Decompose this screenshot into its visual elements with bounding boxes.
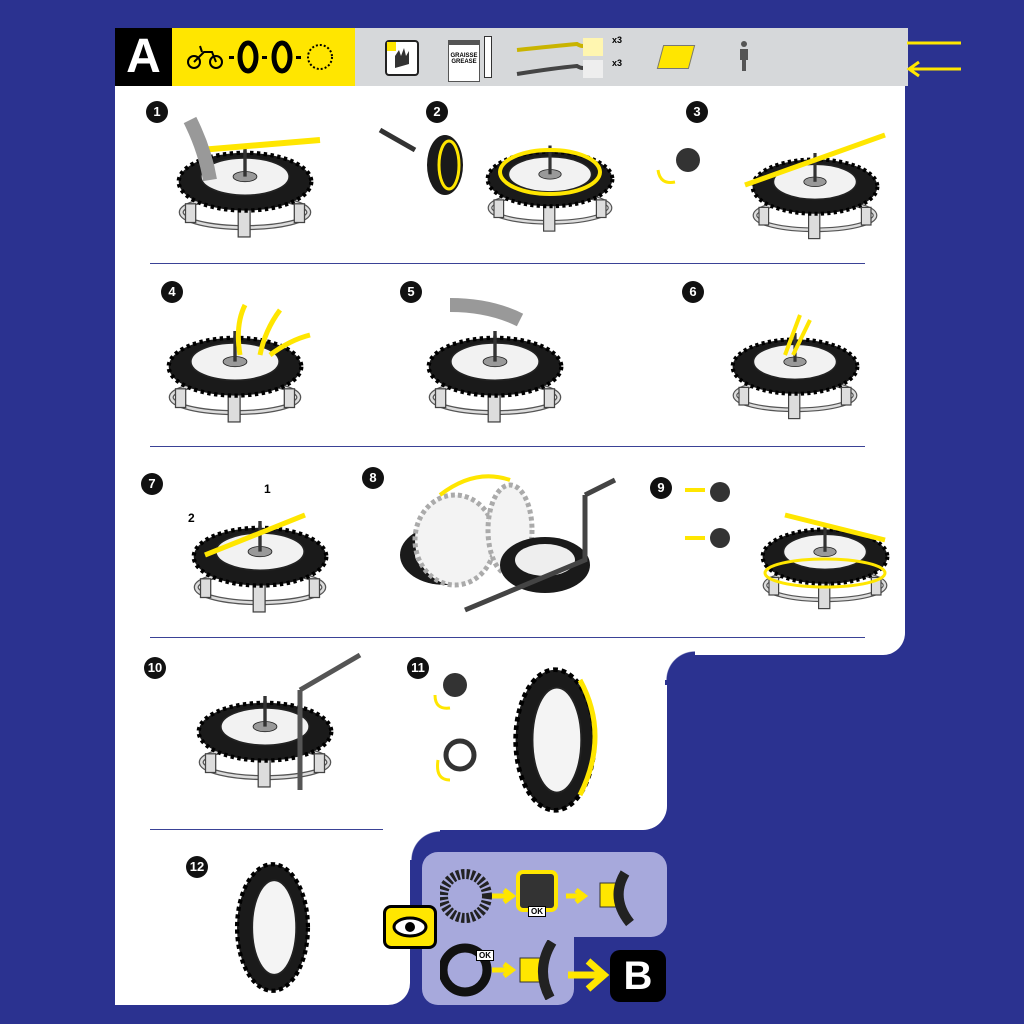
section-a-label: A — [115, 28, 172, 86]
step-number: 1 — [146, 101, 168, 123]
motorbike-tire-sequence-icon — [187, 40, 333, 74]
step-number: 8 — [362, 467, 384, 489]
step-4-illustration — [150, 303, 311, 435]
step-7-illustration — [175, 512, 345, 625]
step-number: 7 — [141, 473, 163, 495]
divider — [150, 637, 865, 638]
step-7-sub-label-1: 1 — [264, 482, 271, 496]
step-number: 4 — [161, 281, 183, 303]
step-2-illustration — [470, 110, 630, 245]
brush-icon — [484, 36, 492, 78]
step-number: 2 — [426, 101, 448, 123]
gloves-warning-icon — [385, 40, 419, 76]
person-icon — [740, 41, 748, 71]
direction-arrows-icon — [906, 41, 961, 78]
step-number: 12 — [186, 856, 208, 878]
divider — [150, 263, 865, 264]
step-number: 6 — [682, 281, 704, 303]
step-number: 11 — [407, 657, 429, 679]
step-7-sub-label-2: 2 — [188, 511, 195, 525]
lever-count-moto: x3 — [612, 35, 623, 45]
step-number: 9 — [650, 477, 672, 499]
step-number: 5 — [400, 281, 422, 303]
step-8-illustration — [400, 474, 617, 613]
step-number: 3 — [686, 101, 708, 123]
lever-count-car: x3 — [612, 58, 623, 68]
step-9-valve-icons — [685, 482, 730, 548]
eye-inspect-icon — [383, 905, 437, 949]
brush-grease-illustration — [378, 127, 463, 195]
step-1-illustration — [160, 116, 321, 250]
step-10-illustration — [180, 652, 362, 810]
step-11-valve-icons — [433, 673, 477, 782]
divider — [150, 829, 383, 830]
step-6-illustration — [715, 314, 875, 435]
grease-label-fr: GRAISSE — [450, 53, 478, 59]
grease-pot-icon: GRAISSE GREASE — [448, 40, 480, 82]
step-number: 10 — [144, 657, 166, 679]
grease-label-en: GREASE — [451, 59, 477, 65]
step-12-illustration — [225, 860, 325, 1000]
step-9-illustration — [745, 512, 905, 625]
ok-label-1: OK — [528, 906, 546, 917]
arrow-to-b-icon — [568, 958, 610, 992]
step-5-illustration — [410, 298, 580, 435]
rags-icon — [656, 45, 696, 69]
step-11-illustration — [500, 665, 598, 815]
wheel-type-strip — [172, 28, 355, 86]
ok-label-2: OK — [476, 950, 494, 961]
tire-lever-icon — [516, 38, 603, 78]
inspection-row-1 — [440, 869, 635, 927]
go-to-section-b-button[interactable]: B — [610, 950, 666, 1002]
step-3-illustration — [744, 132, 886, 255]
valve-removal-icon — [656, 148, 700, 184]
divider — [150, 446, 865, 447]
inspection-row-2 — [440, 940, 557, 1000]
